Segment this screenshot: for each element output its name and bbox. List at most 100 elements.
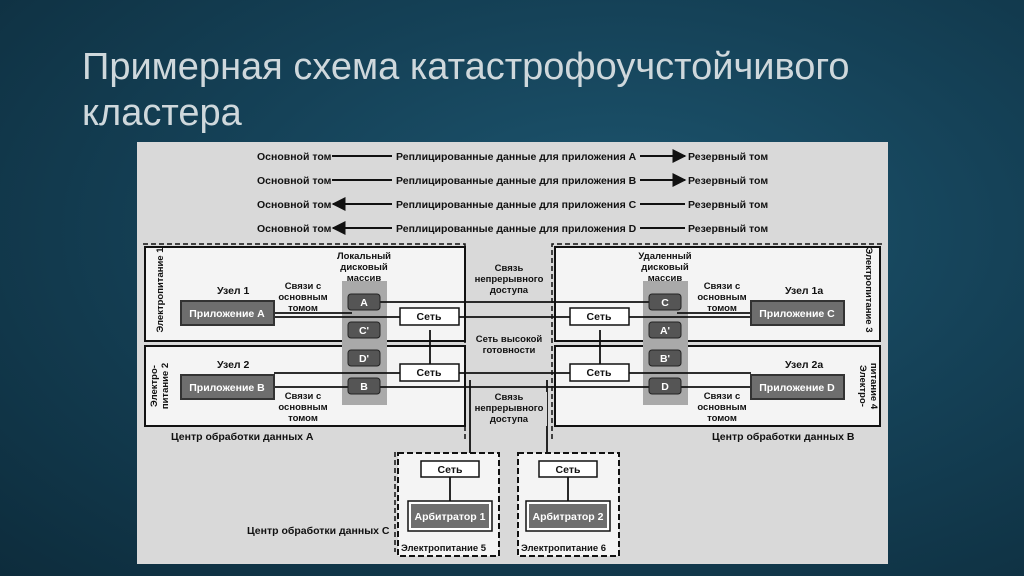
local-array-label-3: массив (347, 273, 382, 284)
app-b-label: Приложение В (189, 382, 265, 394)
power-zone-4 (554, 345, 881, 427)
link-a-1: Связи с (285, 281, 322, 292)
backup-volume-label-2: Резервный том (688, 175, 768, 187)
cdp-bottom-3: доступа (490, 414, 529, 425)
network-b-top (569, 307, 630, 326)
cdp-bottom-2: непрерывного (475, 403, 544, 414)
cdp-top-2: непрерывного (475, 274, 544, 285)
network-a-top-label: Сеть (417, 311, 442, 323)
app-b-box (180, 374, 275, 400)
app-d-box (750, 374, 845, 400)
disk-b (347, 377, 381, 395)
replication-label-1: Реплицированные данные для приложения А (396, 151, 637, 163)
title-line-2: кластера (82, 92, 242, 134)
local-array-label-1: Локальный (337, 251, 391, 262)
backup-volume-label-4: Резервный том (688, 223, 768, 235)
primary-volume-label-3: Основной том (257, 199, 332, 211)
network-c-left-label: Сеть (438, 464, 463, 476)
remote-disks: С А' В' D (648, 293, 682, 395)
disk-b-prime (648, 349, 682, 367)
network-b-bottom-label: Сеть (587, 367, 612, 379)
site-c-title: Центр обработки данных С (247, 525, 390, 537)
disk-c-prime-label: C' (359, 325, 369, 337)
app-d-label: Приложение D (759, 382, 835, 394)
disk-c (648, 293, 682, 311)
diagram-svg: Основной том Реплицированные данные для … (143, 148, 882, 557)
replication-label-4: Реплицированные данные для приложения D (396, 223, 637, 235)
title-line-1: Примерная схема катастрофоучстойчивого (82, 46, 850, 88)
disk-b-label: В (360, 381, 368, 393)
site-b-boundary (551, 243, 882, 440)
backup-volume-label-1: Резервный том (688, 151, 768, 163)
app-c-label: Приложение С (759, 308, 835, 320)
node-1a-label: Узел 1а (785, 285, 823, 297)
network-c-right-label: Сеть (556, 464, 581, 476)
power-zone-2 (144, 345, 466, 427)
disk-b-prime-label: В' (660, 353, 670, 365)
disk-c-label: С (661, 297, 669, 309)
replication-label-3: Реплицированные данные для приложения С (396, 199, 637, 211)
power-4-label-line1: Электро- (857, 365, 868, 407)
cdp-top-1: Связь (495, 263, 524, 274)
local-disks: А C' D' В (347, 293, 381, 395)
network-b-bottom (569, 363, 630, 382)
local-array-label-2: дисковый (340, 262, 388, 273)
link-d-2: основным (697, 402, 746, 413)
link-d-3: томом (707, 413, 737, 424)
link-b-1: Связи с (285, 391, 322, 402)
remote-array-label-2: дисковый (641, 262, 689, 273)
link-d-1: Связи с (704, 391, 741, 402)
power-2-label-line1: Электро- (149, 365, 160, 407)
network-a-bottom (399, 363, 460, 382)
primary-volume-label-2: Основной том (257, 175, 332, 187)
backup-volume-label-3: Резервный том (688, 199, 768, 211)
power-3-label: Электропитание 3 (863, 247, 874, 332)
power-5-label: Электропитание 5 (401, 543, 487, 554)
link-c-2: основным (697, 292, 746, 303)
power-1-label: Электропитание 1 (155, 247, 166, 333)
power-2-label-line2: питание 2 (160, 363, 171, 409)
network-b-top-label: Сеть (587, 311, 612, 323)
link-b-2: основным (278, 402, 327, 413)
disk-d-prime (347, 349, 381, 367)
cluster-diagram: Основной том Реплицированные данные для … (137, 142, 888, 564)
disk-d-prime-label: D' (359, 353, 369, 365)
power-6-label: Электропитание 6 (521, 543, 606, 554)
disk-a-label: А (360, 297, 368, 309)
network-a-bottom-label: Сеть (417, 367, 442, 379)
ha-network-2: готовности (483, 345, 536, 356)
app-a-label: Приложение А (189, 308, 265, 320)
network-a-top (399, 307, 460, 326)
disk-d-label: D (661, 381, 669, 393)
cdp-top-3: доступа (490, 285, 529, 296)
node-2-label: Узел 2 (217, 359, 250, 371)
ha-network-1: Сеть высокой (476, 334, 543, 345)
replication-rows: Основной том Реплицированные данные для … (257, 148, 768, 235)
node-1-label: Узел 1 (217, 285, 250, 297)
link-a-3: томом (288, 303, 318, 314)
disk-a (347, 293, 381, 311)
primary-volume-label-4: Основной том (257, 223, 332, 235)
link-c-1: Связи с (704, 281, 741, 292)
arbiter-1-label: Арбитратор 1 (415, 511, 486, 523)
arbiter-2-label: Арбитратор 2 (533, 511, 604, 523)
remote-array-label-3: массив (648, 273, 683, 284)
link-a-2: основным (278, 292, 327, 303)
replication-label-2: Реплицированные данные для приложения В (396, 175, 637, 187)
link-b-3: томом (288, 413, 318, 424)
site-b-title: Центр обработки данных В (712, 431, 855, 443)
link-c-3: томом (707, 303, 737, 314)
power-4-label-line2: питание 4 (868, 363, 879, 410)
disk-a-prime (648, 321, 682, 339)
disk-d (648, 377, 682, 395)
app-a-box (180, 300, 275, 326)
primary-volume-label-1: Основной том (257, 151, 332, 163)
node-2a-label: Узел 2а (785, 359, 823, 371)
disk-c-prime (347, 321, 381, 339)
app-c-box (750, 300, 845, 326)
remote-array-label-1: Удаленный (638, 251, 691, 262)
cdp-bottom-1: Связь (495, 392, 524, 403)
slide-title: Примерная схема катастрофоучстойчивого к… (82, 44, 982, 136)
disk-a-prime-label: А' (660, 325, 670, 337)
site-a-title: Центр обработки данных А (171, 431, 314, 443)
